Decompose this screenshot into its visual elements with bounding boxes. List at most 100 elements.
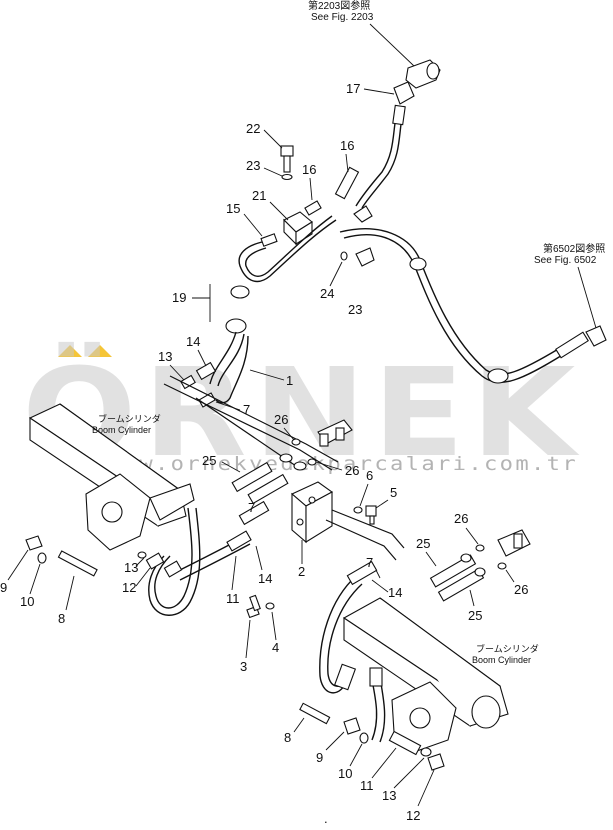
hoses-25-left [231,461,289,505]
watermark-url: www.ornekyedekparcalari.com.tr [108,453,578,475]
callout-26-right: 26 [454,511,468,526]
callout-13-right: 13 [382,788,396,803]
leader-24 [329,261,343,287]
ref-top-leader [369,23,415,67]
parts-right-bottom [299,702,445,771]
leader-1 [249,369,285,381]
callout-1: 1 [286,373,293,388]
leader-3 [245,619,251,659]
callout-14-right: 14 [388,585,402,600]
leader-13-left [135,557,145,567]
leader-9-right [325,731,345,751]
boom-cylinder-right [342,597,509,753]
bolt-5-washer-6 [353,505,377,525]
callout-9-left: 9 [0,580,7,595]
callout-26-right-b: 26 [514,582,528,597]
leader-5 [375,499,389,509]
callout-21: 22 [246,121,260,136]
hose-top-long [334,104,406,209]
leader-8-left [65,575,75,611]
hoses-25-right [429,553,486,602]
ref-right-japanese: 第6502図参照 [543,242,605,255]
cylinder-left-japanese: ブームシリンダ [98,413,161,424]
bolt-21 [280,145,294,181]
callout-12-right: 12 [406,808,420,823]
leader-12-left [135,567,151,587]
callout-4: 4 [272,640,279,655]
ref-top-english: See Fig. 2203 [311,12,374,23]
callout-17: 16 [340,138,354,153]
callout-26-b: 26 [345,463,359,478]
fittings-26-cluster [279,419,353,471]
callout-26-a: 26 [274,412,288,427]
leader-7-top [215,401,241,411]
callout-8-right: 8 [284,730,291,745]
callout-11-right: 11 [360,778,374,793]
callout-7-top: 7 [243,402,250,417]
fittings-26-right [475,529,531,570]
leader-16-top [309,177,313,201]
callout-15: 14 [186,334,200,349]
callout-2: 2 [298,564,305,579]
watermark-accent-left [58,345,82,357]
boom-cylinder-left [28,403,195,551]
cylinder-right-japanese: ブームシリンダ [476,643,539,654]
leader-6 [359,483,369,507]
callout-19: 19 [172,290,186,305]
callout-7-mid: 7 [248,500,255,515]
callout-8-left: 8 [58,611,65,626]
callout-12-left: 12 [122,580,136,595]
leader-21 [263,129,283,149]
leader-14-mid [255,545,263,571]
callout-25-right-top: 25 [416,536,430,551]
leader-26-b [315,461,343,471]
leader-12-right [417,769,435,807]
block-20 [283,211,313,246]
leader-9-left [7,549,29,581]
clamp-23-24 [340,205,375,267]
callout-11-left: 11 [226,591,240,606]
callout-23: 23 [348,302,362,317]
leader-13-right [393,757,425,789]
parts-left-column [25,535,147,577]
leader-10-left [29,563,41,595]
callout-5: 5 [390,485,397,500]
callout-25-left: 25 [202,453,216,468]
callout-14-mid: 14 [258,571,272,586]
tee-fitting-top [393,59,441,105]
tube-lines-center [163,375,405,561]
cylinder-right-english: Boom Cylinder [472,655,531,665]
hose-right-run [339,228,607,384]
leader-11-right [371,747,397,779]
callout-9-right: 9 [316,750,323,765]
callout-10-left: 10 [20,594,34,609]
leader-26-right-b [505,569,515,583]
callout-16-left: 15 [226,201,240,216]
leader-25-right-top [425,551,437,567]
leader-22 [263,167,283,177]
leader-18 [363,88,395,95]
bolt-3-washer-4 [246,594,275,619]
leader-14-right [371,579,389,593]
hose-right-loop [319,560,386,743]
ref-right-leader [577,266,597,329]
callout-14-top: 13 [158,349,172,364]
callout-10-right: 10 [338,766,352,781]
leader-26-a [283,427,295,441]
leader-10-right [349,743,363,767]
ref-right-english: See Fig. 6502 [534,255,597,266]
leader-25-left [221,461,241,473]
ref-top-japanese: 第2203図参照 [308,0,370,12]
callouts: 17 22 16 23 16 21 15 24 23 19 14 13 1 7 … [0,81,528,826]
page-mark: . [324,811,328,825]
leader-17 [345,153,349,173]
callout-13-left: 13 [124,560,138,575]
watermark-accent-right [88,345,112,357]
callout-20: 21 [252,188,266,203]
fittings-16 [260,200,322,247]
hose-upper-loop [238,215,337,283]
leader-8-right [293,717,305,733]
watermark: ÖRNEK www.ornekyedekparcalari.com.tr [22,342,578,484]
callout-6: 6 [366,468,373,483]
callout-18: 17 [346,81,360,96]
